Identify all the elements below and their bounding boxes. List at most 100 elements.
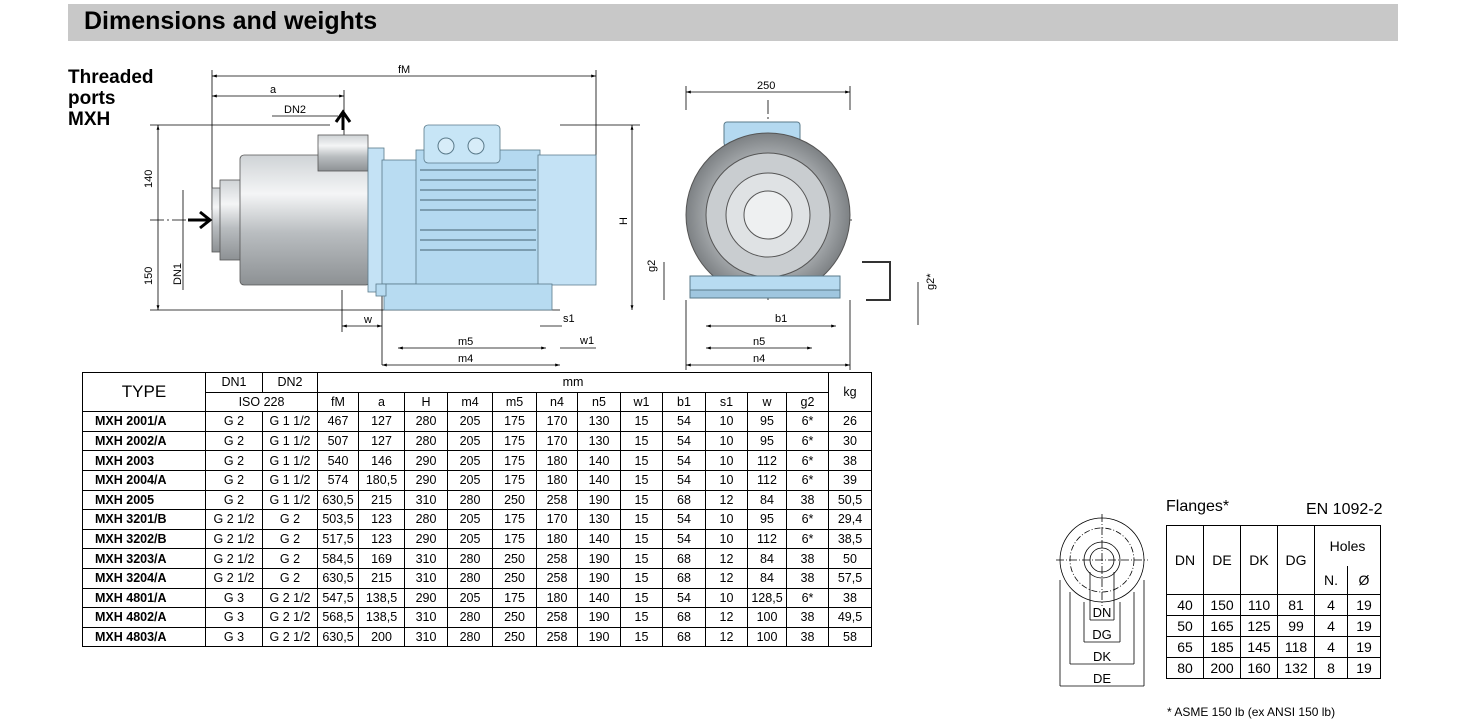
table-cell: 10 (705, 469, 748, 491)
col-header: n5 (577, 391, 621, 413)
table-cell: 50 (828, 548, 872, 569)
table-cell: 280 (404, 509, 448, 530)
table-cell: 15 (620, 607, 663, 628)
table-cell: 290 (404, 587, 448, 609)
table-cell: 29,4 (828, 509, 872, 530)
flange-cell: 65 (1166, 636, 1204, 658)
table-cell: 630,5 (317, 626, 359, 648)
table-cell: 290 (404, 469, 448, 491)
table-cell: 127 (358, 430, 405, 452)
table-cell: 280 (447, 489, 493, 511)
table-cell: 140 (577, 528, 621, 550)
dim-m4: m4 (458, 353, 473, 365)
table-cell: 200 (358, 626, 405, 648)
table-cell: 180 (536, 469, 578, 491)
flanges-standard: EN 1092-2 (1306, 501, 1383, 518)
table-cell: 54 (662, 587, 706, 609)
pump-side-view (188, 109, 597, 311)
type-header: TYPE (82, 371, 206, 413)
dim-DN1: DN1 (172, 263, 184, 285)
table-cell: 58 (828, 626, 872, 648)
flange-cell: 132 (1277, 657, 1315, 679)
table-cell: 310 (404, 607, 448, 628)
table-cell: 169 (358, 548, 405, 569)
table-cell: G 2 (262, 548, 318, 569)
table-cell: 250 (492, 489, 537, 511)
table-cell: G 3 (205, 607, 263, 628)
dim-fM: fM (398, 64, 410, 76)
side-label: Threaded ports MXH (68, 67, 154, 130)
col-header: w1 (620, 391, 663, 413)
flange-cell: 19 (1347, 594, 1381, 616)
table-cell: 30 (828, 430, 872, 452)
table-cell: 10 (705, 528, 748, 550)
table-cell: G 2 (205, 450, 263, 471)
side-label-line-3: MXH (68, 109, 111, 130)
table-cell: 190 (577, 489, 621, 511)
table-cell: 547,5 (317, 587, 359, 609)
table-cell: 280 (447, 607, 493, 628)
flange-cell: 4 (1314, 615, 1348, 637)
table-cell: 112 (747, 528, 787, 550)
table-cell: 54 (662, 430, 706, 452)
flange-cell: 81 (1277, 594, 1315, 616)
table-cell: G 1 1/2 (262, 450, 318, 471)
col-header: m4 (447, 391, 493, 413)
dim-250: 250 (757, 80, 775, 92)
kg-header: kg (828, 371, 872, 413)
table-cell: 584,5 (317, 548, 359, 569)
table-cell: 630,5 (317, 489, 359, 511)
table-cell: 15 (620, 548, 663, 569)
table-cell: 95 (747, 411, 787, 432)
holes-n-header: N. (1314, 566, 1348, 595)
table-cell: 517,5 (317, 528, 359, 550)
table-cell: 180 (536, 528, 578, 550)
table-cell: 100 (747, 626, 787, 648)
table-cell: G 2 1/2 (205, 509, 263, 530)
table-cell: 38 (786, 548, 829, 569)
table-cell: 10 (705, 509, 748, 530)
table-cell: 26 (828, 411, 872, 432)
table-cell: 68 (662, 607, 706, 628)
flange-cell: 145 (1240, 636, 1278, 658)
table-cell: 38 (786, 567, 829, 589)
table-cell: 190 (577, 548, 621, 569)
section-title: Dimensions and weights (84, 7, 378, 35)
table-cell: 310 (404, 489, 448, 511)
table-cell: 15 (620, 626, 663, 648)
dim-H: H (618, 217, 630, 225)
table-cell: 258 (536, 626, 578, 648)
table-cell: 130 (577, 411, 621, 432)
flange-cell: 50 (1166, 615, 1204, 637)
col-header: w (747, 391, 787, 413)
table-cell: 12 (705, 548, 748, 569)
table-cell: 10 (705, 430, 748, 452)
col-header: fM (317, 391, 359, 413)
table-cell: G 2 1/2 (205, 528, 263, 550)
table-cell: 10 (705, 450, 748, 471)
dim-s1: s1 (563, 313, 575, 325)
table-cell: 467 (317, 411, 359, 432)
table-cell: 38 (828, 587, 872, 609)
col-header: H (404, 391, 448, 413)
table-cell: 127 (358, 411, 405, 432)
table-cell: 6* (786, 509, 829, 530)
table-cell: 15 (620, 489, 663, 511)
table-cell: 112 (747, 469, 787, 491)
table-cell: 6* (786, 528, 829, 550)
flange-cell: 4 (1314, 594, 1348, 616)
table-cell: 568,5 (317, 607, 359, 628)
pump-front-view (685, 121, 891, 301)
dim-m5: m5 (458, 336, 473, 348)
dimensions-table: TYPE DN1 DN2 mm kg ISO 228 fM a H m4 m5 … (82, 371, 872, 648)
table-cell: 503,5 (317, 509, 359, 530)
table-cell: 15 (620, 469, 663, 491)
dim-b1: b1 (775, 313, 787, 325)
